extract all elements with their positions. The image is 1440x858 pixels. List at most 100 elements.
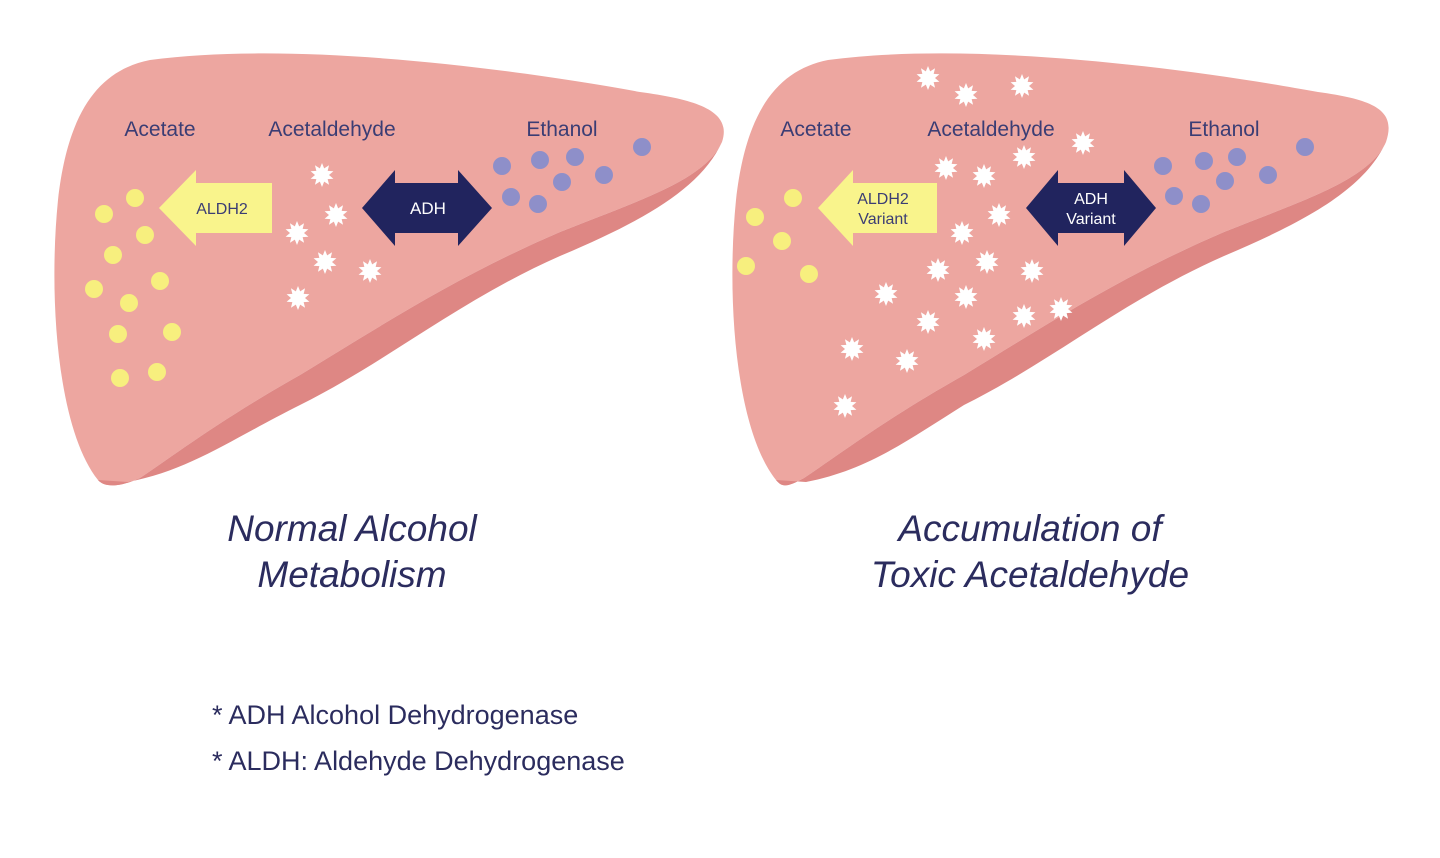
acetaldehyde-star — [874, 282, 898, 306]
ethanol-dot — [595, 166, 613, 184]
ethanol-dot — [1296, 138, 1314, 156]
adh-arrow-shape — [362, 170, 492, 246]
acetate-dot — [148, 363, 166, 381]
acetaldehyde-star — [916, 310, 940, 334]
aldh2-variant-arrow-label: ALDH2 — [857, 191, 909, 208]
acetate-dot — [111, 369, 129, 387]
acetaldehyde-star — [916, 66, 940, 90]
ethanol-dots — [493, 138, 651, 213]
acetate-dots — [85, 189, 181, 387]
acetate-dot — [784, 189, 802, 207]
acetaldehyde-star — [987, 203, 1011, 227]
acetate-dot — [126, 189, 144, 207]
aldh2-variant-arrow: ALDH2 Variant — [818, 170, 937, 246]
acetate-dot — [163, 323, 181, 341]
acetate-dot — [95, 205, 113, 223]
caption-line: Metabolism — [257, 554, 447, 595]
acetate-dot — [746, 208, 764, 226]
acetaldehyde-star — [324, 203, 348, 227]
acetaldehyde-star — [833, 394, 857, 418]
acetaldehyde-label: Acetaldehyde — [927, 118, 1054, 141]
footnote-aldh: * ALDH: Aldehyde Dehydrogenase — [212, 746, 625, 776]
acetate-label: Acetate — [780, 118, 851, 141]
aldh2-arrow-label: ALDH2 — [196, 201, 248, 218]
acetaldehyde-label: Acetaldehyde — [268, 118, 395, 141]
acetate-dots — [737, 189, 818, 283]
acetate-dot — [151, 272, 169, 290]
acetaldehyde-star — [1012, 145, 1036, 169]
acetaldehyde-star — [1020, 259, 1044, 283]
acetate-dot — [120, 294, 138, 312]
acetate-dot — [800, 265, 818, 283]
acetaldehyde-star — [1071, 131, 1095, 155]
adh-arrow: ADH — [362, 170, 492, 246]
adh-variant-arrow-shape — [1026, 170, 1156, 246]
ethanol-dot — [1192, 195, 1210, 213]
ethanol-dot — [1228, 148, 1246, 166]
liver-panel-normal: Acetate Acetaldehyde Ethanol ALDH2 — [54, 53, 724, 486]
acetaldehyde-star — [972, 164, 996, 188]
acetaldehyde-star — [895, 349, 919, 373]
ethanol-dot — [529, 195, 547, 213]
acetaldehyde-star — [310, 163, 334, 187]
caption-normal-metabolism: Normal Alcohol Metabolism — [92, 506, 612, 598]
ethanol-dot — [566, 148, 584, 166]
aldh2-variant-arrow-label: Variant — [858, 211, 908, 228]
ethanol-dot — [633, 138, 651, 156]
acetate-dot — [85, 280, 103, 298]
ethanol-dot — [531, 151, 549, 169]
caption-line: Normal Alcohol — [227, 508, 477, 549]
adh-variant-arrow-label: ADH — [1074, 191, 1108, 208]
acetaldehyde-stars — [833, 66, 1095, 418]
acetate-dot — [737, 257, 755, 275]
acetate-dot — [104, 246, 122, 264]
acetate-dot — [109, 325, 127, 343]
aldh2-variant-arrow-shape — [818, 170, 937, 246]
acetaldehyde-star — [358, 259, 382, 283]
ethanol-dot — [1259, 166, 1277, 184]
acetaldehyde-star — [285, 221, 309, 245]
acetate-dot — [136, 226, 154, 244]
footnote-adh: * ADH Alcohol Dehydrogenase — [212, 700, 579, 730]
acetaldehyde-star — [1049, 297, 1073, 321]
adh-variant-arrow: ADH Variant — [1026, 170, 1156, 246]
ethanol-dot — [1216, 172, 1234, 190]
acetaldehyde-star — [954, 83, 978, 107]
acetaldehyde-star — [1010, 74, 1034, 98]
caption-line: Toxic Acetaldehyde — [870, 554, 1190, 595]
ethanol-dot — [502, 188, 520, 206]
acetaldehyde-star — [1012, 304, 1036, 328]
caption-line: Accumulation of — [898, 508, 1162, 549]
acetaldehyde-star — [313, 250, 337, 274]
acetate-dot — [773, 232, 791, 250]
acetaldehyde-star — [286, 286, 310, 310]
ethanol-dot — [1154, 157, 1172, 175]
ethanol-dots — [1154, 138, 1314, 213]
acetaldehyde-star — [950, 221, 974, 245]
acetaldehyde-star — [934, 156, 958, 180]
acetate-label: Acetate — [124, 118, 195, 141]
ethanol-label: Ethanol — [1188, 118, 1259, 141]
liver-shape — [732, 53, 1389, 486]
liver-lower-lobe — [98, 142, 722, 486]
liver-panel-variant: Acetate Acetaldehyde Ethanol ALDH2 Varia… — [732, 53, 1389, 486]
acetaldehyde-star — [840, 337, 864, 361]
caption-toxic-accumulation: Accumulation of Toxic Acetaldehyde — [770, 506, 1290, 598]
liver-lower-lobe — [776, 142, 1386, 486]
acetaldehyde-star — [926, 258, 950, 282]
acetaldehyde-star — [975, 250, 999, 274]
adh-arrow-label: ADH — [410, 199, 446, 218]
ethanol-dot — [493, 157, 511, 175]
acetaldehyde-star — [954, 285, 978, 309]
ethanol-dot — [1195, 152, 1213, 170]
ethanol-dot — [553, 173, 571, 191]
liver-shape — [54, 53, 724, 486]
ethanol-dot — [1165, 187, 1183, 205]
aldh2-arrow: ALDH2 — [159, 170, 272, 246]
acetaldehyde-star — [972, 327, 996, 351]
adh-variant-arrow-label: Variant — [1066, 211, 1116, 228]
ethanol-label: Ethanol — [526, 118, 597, 141]
aldh2-arrow-shape — [159, 170, 272, 246]
acetaldehyde-stars — [285, 163, 382, 310]
